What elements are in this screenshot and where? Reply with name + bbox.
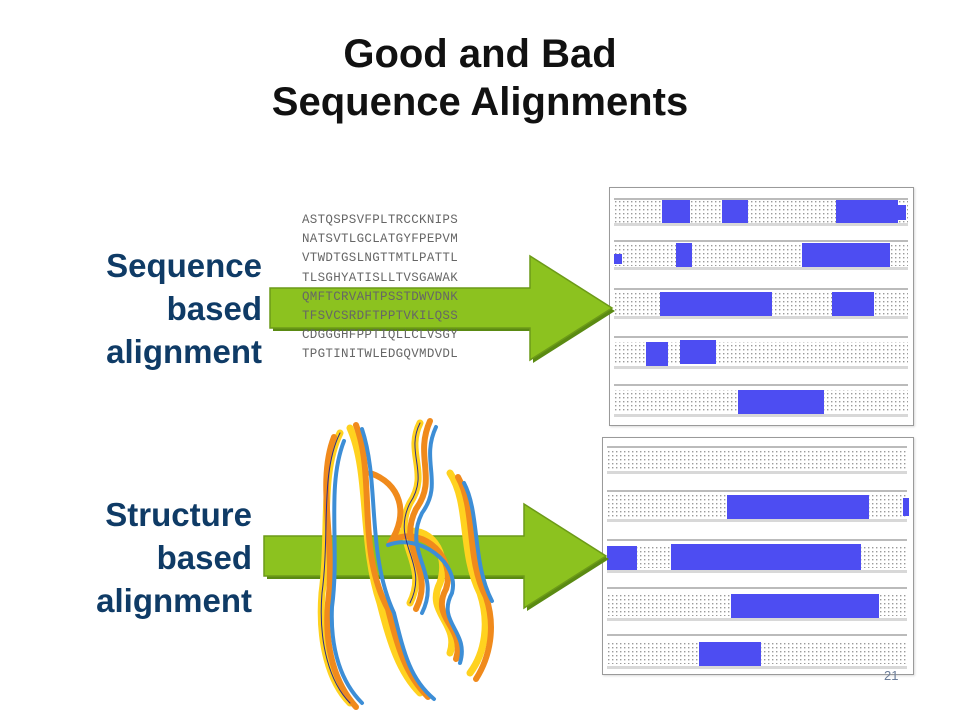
sequence-line: TLSGHYATISLLTVSGAWAK (302, 270, 459, 285)
structure-label-line-3: alignment (96, 582, 252, 619)
title-line-1: Good and Bad (343, 32, 617, 76)
page-number: 21 (884, 668, 899, 683)
sequence-line: VTWDTGSLNGTTMTLPATTL (302, 251, 459, 266)
sequence-text-block: ASTQSPSVFPLTRCCKNIPS NATSVTLGCLATGYFPEPV… (302, 211, 458, 365)
protein-ribbon-image (317, 418, 494, 710)
sequence-line: CDGGGHFPPTIQLLCLVSGY (302, 328, 459, 343)
sequence-alignment-panel (609, 187, 914, 426)
sequence-line: TFSVCSRDFTPPTVKILQSS (302, 309, 459, 324)
structure-label-line-2: based (156, 539, 252, 576)
title-line-2: Sequence Alignments (271, 80, 689, 124)
sequence-alignment-figure (614, 198, 908, 417)
sequence-label-line-2: based (166, 290, 262, 327)
slide-title: Good and Bad Sequence Alignments (0, 30, 960, 126)
sequence-line: QMFTCRVAHTPSSTDWVDNK (302, 289, 459, 304)
structure-label-line-1: Structure (105, 496, 252, 533)
structure-alignment-figure (607, 446, 909, 669)
sequence-based-label: Sequence based alignment (40, 244, 262, 373)
sequence-line: NATSVTLGCLATGYFPEPVM (302, 232, 459, 247)
sequence-line: TPGTINITWLEDGQVMDVDL (302, 347, 459, 362)
sequence-label-line-3: alignment (106, 333, 262, 370)
structure-arrow-icon (263, 502, 609, 611)
sequence-label-line-1: Sequence (106, 247, 262, 284)
sequence-line: ASTQSPSVFPLTRCCKNIPS (302, 213, 459, 227)
sequence-arrow-icon (269, 254, 615, 363)
structure-based-label: Structure based alignment (30, 493, 252, 622)
structure-alignment-panel (602, 437, 914, 675)
